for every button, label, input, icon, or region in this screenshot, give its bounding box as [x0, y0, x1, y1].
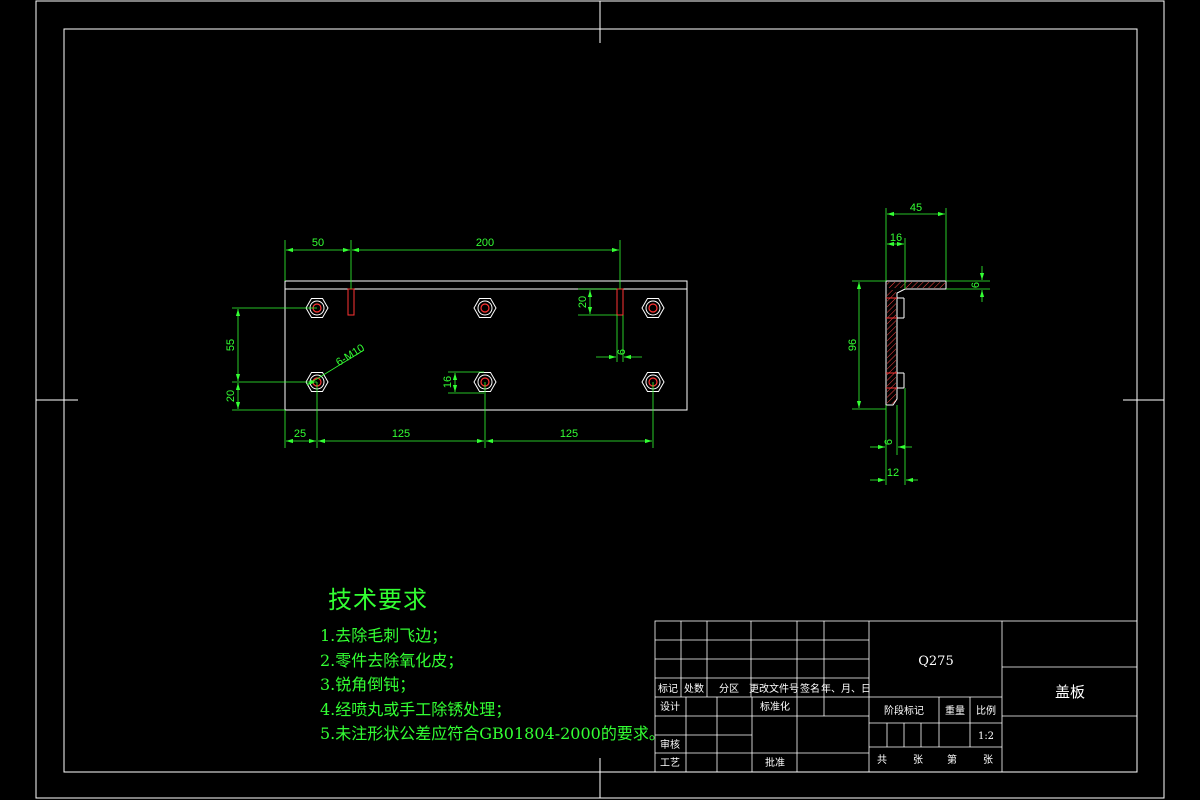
dim-25: 25	[294, 428, 306, 440]
lbl-approve: 批准	[765, 756, 785, 769]
dim-slot-6: 6	[616, 349, 628, 355]
sheet-frame	[35, 0, 1165, 799]
lbl-design: 设计	[660, 700, 680, 713]
dim-50: 50	[312, 237, 324, 249]
dim-200: 200	[476, 237, 494, 249]
hole-group	[305, 298, 665, 392]
front-view: 50 200 20 6 55 20 16 25 125 125 6-M10	[225, 237, 688, 448]
dim-side-6-top: 6	[970, 282, 982, 288]
dim-125-a: 125	[392, 428, 410, 440]
dim-edge-20: 20	[225, 390, 237, 402]
threaded-hole	[641, 298, 665, 318]
tech-requirement-item: 4.经喷丸或手工除锈处理；	[320, 699, 512, 719]
hdr-sign: 签名	[800, 682, 820, 695]
hdr-mark: 标记	[658, 683, 678, 695]
slot-left	[347, 288, 355, 316]
dim-side-6-bottom: 6	[883, 439, 895, 445]
tech-requirement-item: 2.零件去除氧化皮；	[320, 650, 464, 670]
side-dimensions	[852, 208, 990, 485]
slot-right	[616, 288, 624, 316]
lbl-sheet-unit-a: 张	[913, 754, 923, 766]
side-view: 45 16 6 96 6 12	[847, 202, 990, 485]
lbl-review: 审核	[660, 738, 680, 751]
lbl-standardize: 标准化	[760, 700, 790, 713]
dim-16: 16	[442, 376, 454, 388]
dim-125-b: 125	[560, 428, 578, 440]
threaded-hole	[473, 298, 497, 318]
title-block-texts: Q275 盖板 标记 处数 分区 更改文件号 签名 年、月、日 设计 标准化 审…	[658, 654, 1085, 769]
hole-callout: 6-M10	[334, 342, 367, 369]
dim-slot-20: 20	[577, 296, 589, 308]
lbl-stage-mark: 阶段标记	[884, 704, 924, 717]
hdr-zone: 分区	[719, 683, 739, 695]
lbl-process: 工艺	[660, 757, 680, 769]
hdr-count: 处数	[684, 682, 704, 695]
part-name: 盖板	[1055, 683, 1085, 701]
material: Q275	[918, 654, 953, 669]
hdr-change-doc: 更改文件号	[749, 682, 799, 695]
plate-outline	[284, 280, 688, 411]
tech-requirement-item: 5.未注形状公差应符合GB01804-2000的要求。	[320, 724, 665, 743]
lbl-total: 共	[877, 754, 887, 766]
side-dimension-texts: 45 16 6 96 6 12	[847, 202, 982, 479]
title-block	[654, 620, 1138, 773]
tech-requirement-item: 1.去除毛刺飞边；	[320, 626, 448, 645]
front-dimensions	[232, 240, 654, 448]
hdr-date: 年、月、日	[821, 682, 871, 695]
scale-value: 1:2	[978, 731, 994, 742]
dim-side-16: 16	[890, 232, 902, 244]
tech-requirements-list: 1.去除毛刺飞边； 2.零件去除氧化皮； 3.锐角倒钝； 4.经喷丸或手工除锈处…	[320, 624, 665, 747]
tech-requirement-item: 3.锐角倒钝；	[320, 675, 416, 694]
dim-55: 55	[225, 339, 237, 351]
lbl-weight: 重量	[945, 704, 965, 717]
lbl-sheet-no: 第	[947, 753, 957, 766]
tech-requirements-title: 技术要求	[328, 586, 428, 614]
dim-45: 45	[910, 202, 922, 214]
dim-12: 12	[887, 467, 899, 479]
lbl-scale: 比例	[976, 704, 996, 717]
dim-96: 96	[847, 339, 859, 351]
lbl-sheet-unit-b: 张	[983, 754, 993, 766]
side-profile	[885, 280, 947, 406]
